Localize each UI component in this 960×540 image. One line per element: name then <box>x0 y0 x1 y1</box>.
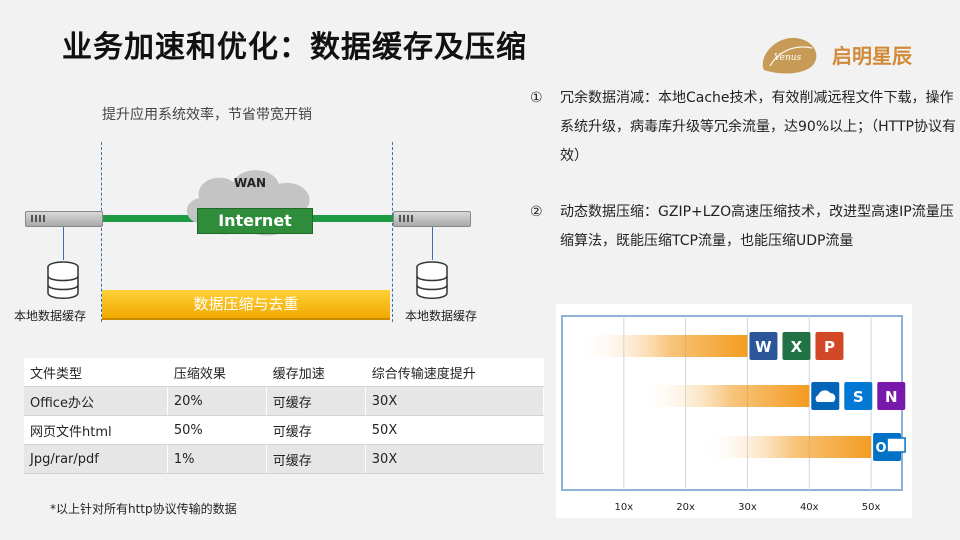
table-cell: 网页文件html <box>24 415 168 445</box>
sharepoint-icon <box>844 382 873 410</box>
chart-bar <box>701 436 872 458</box>
diagram-subtitle: 提升应用系统效率，节省带宽开销 <box>102 107 312 123</box>
point-number: ① <box>530 90 543 106</box>
svg-text:Venus: Venus <box>774 53 802 63</box>
right-link-line <box>311 215 395 222</box>
left-link-line <box>102 215 198 222</box>
powerpoint-letter: P <box>824 338 835 356</box>
table-row: Jpg/rar/pdf 1% 可缓存 30X <box>24 444 545 474</box>
table-header-row: 文件类型 压缩效果 缓存加速 综合传输速度提升 <box>24 358 545 387</box>
outlook-letter: O <box>876 441 887 456</box>
left-database-icon <box>47 261 79 299</box>
left-boundary-dashed-line <box>101 142 102 322</box>
table-cell: 1% <box>167 444 267 474</box>
powerpoint-icon <box>815 332 844 360</box>
chart-bar <box>577 335 748 357</box>
left-cache-caption: 本地数据缓存 <box>14 309 87 323</box>
table-cell: 20% <box>167 386 267 416</box>
right-server-connector <box>432 227 433 260</box>
chart-tick-label: 50x <box>862 502 881 513</box>
onenote-letter: N <box>885 388 898 406</box>
table-header-cell: 综合传输速度提升 <box>365 358 545 387</box>
table-cell: 30X <box>365 386 545 416</box>
wan-label: WAN <box>234 176 267 190</box>
venus-logo-mark: Venus <box>762 37 817 74</box>
table-cell: 50X <box>365 415 545 445</box>
excel-icon <box>782 332 811 360</box>
table-cell: Office办公 <box>24 386 168 416</box>
chart-tick-label: 10x <box>614 502 633 513</box>
word-letter: W <box>755 338 772 356</box>
table-header-cell: 文件类型 <box>24 358 168 387</box>
table-row: 网页文件html 50% 可缓存 50X <box>24 415 545 445</box>
excel-letter: X <box>791 338 803 356</box>
compression-dedup-bar: 数据压缩与去重 <box>102 290 390 320</box>
point-text: 动态数据压缩：GZIP+LZO高速压缩技术，改进型高速IP流量压缩算法，既能压缩… <box>560 204 954 249</box>
chart-tick-label: 20x <box>676 502 695 513</box>
right-boundary-dashed-line <box>392 142 393 322</box>
table-cell: 可缓存 <box>266 386 366 416</box>
table-row: Office办公 20% 可缓存 30X <box>24 386 545 416</box>
brand-name: 启明星辰 <box>832 44 912 68</box>
table-cell: 可缓存 <box>266 444 366 474</box>
right-database-icon <box>416 261 448 299</box>
point-number: ② <box>530 204 543 220</box>
word-icon <box>749 332 778 360</box>
chart-tick-label: 40x <box>800 502 819 513</box>
chart-tick-label: 30x <box>738 502 757 513</box>
company-logo: Venus 启明星辰 <box>752 30 922 80</box>
speedup-chart: 10x 20x 30x 40x 50x W X P S N O <box>556 304 912 518</box>
compression-table: 文件类型 压缩效果 缓存加速 综合传输速度提升 Office办公 20% 可缓存… <box>24 358 545 474</box>
right-cache-caption: 本地数据缓存 <box>405 309 478 323</box>
point-text: 冗余数据消减：本地Cache技术，有效削减远程文件下载，操作系统升级，病毒库升级… <box>560 90 956 164</box>
page-title: 业务加速和优化：数据缓存及压缩 <box>62 30 527 65</box>
outlook-envelope-glyph <box>886 437 906 453</box>
table-header-cell: 压缩效果 <box>167 358 267 387</box>
table-cell: 30X <box>365 444 545 474</box>
sharepoint-letter: S <box>853 388 864 406</box>
chart-bar <box>639 385 810 407</box>
onedrive-cloud-glyph <box>815 390 836 402</box>
internet-label: Internet <box>197 208 313 234</box>
table-cell: 50% <box>167 415 267 445</box>
point-2: ② 动态数据压缩：GZIP+LZO高速压缩技术，改进型高速IP流量压缩算法，既能… <box>530 198 954 288</box>
point-1: ① 冗余数据消减：本地Cache技术，有效削减远程文件下载，操作系统升级，病毒库… <box>530 84 956 174</box>
right-server-icon <box>393 211 471 227</box>
table-header-cell: 缓存加速 <box>266 358 366 387</box>
left-server-icon <box>25 211 103 227</box>
table-cell: 可缓存 <box>266 415 366 445</box>
speedup-chart-svg: 10x 20x 30x 40x 50x W X P S N O <box>561 315 906 513</box>
left-server-connector <box>63 227 64 260</box>
table-cell: Jpg/rar/pdf <box>24 444 168 474</box>
footnote: *以上针对所有http协议传输的数据 <box>50 502 237 516</box>
onenote-icon <box>877 382 906 410</box>
